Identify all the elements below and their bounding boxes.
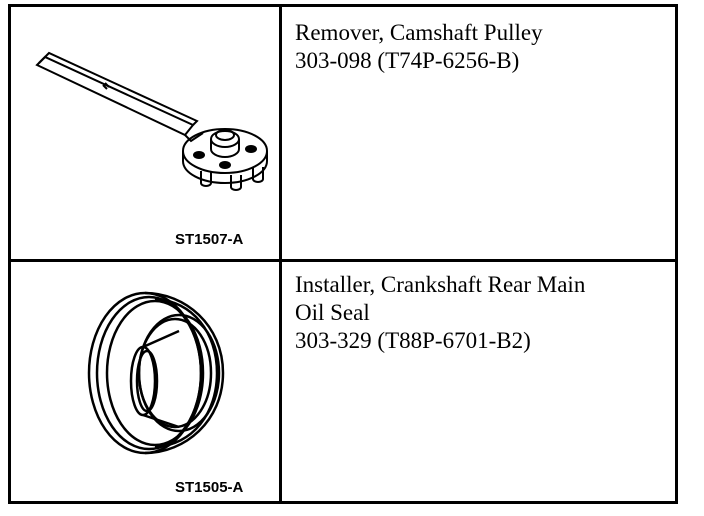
figure-label: ST1505-A: [175, 479, 244, 496]
tool-description: Remover, Camshaft Pulley 303-098 (T74P-6…: [295, 19, 675, 75]
row-divider: [11, 259, 675, 262]
tool-description: Installer, Crankshaft Rear Main Oil Seal…: [295, 271, 675, 355]
column-divider: [279, 7, 282, 501]
tool-part-number: 303-329 (T88P-6701-B2): [295, 328, 531, 353]
tool-name: Remover, Camshaft Pulley: [295, 20, 543, 45]
figure-label: ST1507-A: [175, 231, 244, 248]
tool-name-line-2: Oil Seal: [295, 300, 370, 325]
tool-table: ST1507-A Remover, Camshaft Pulley 303-09…: [8, 4, 678, 504]
tool-name-line-1: Installer, Crankshaft Rear Main: [295, 272, 586, 297]
camshaft-pulley-remover-icon: [35, 51, 268, 191]
tool-part-number: 303-098 (T74P-6256-B): [295, 48, 520, 73]
rear-main-oil-seal-installer-icon: [87, 291, 225, 455]
